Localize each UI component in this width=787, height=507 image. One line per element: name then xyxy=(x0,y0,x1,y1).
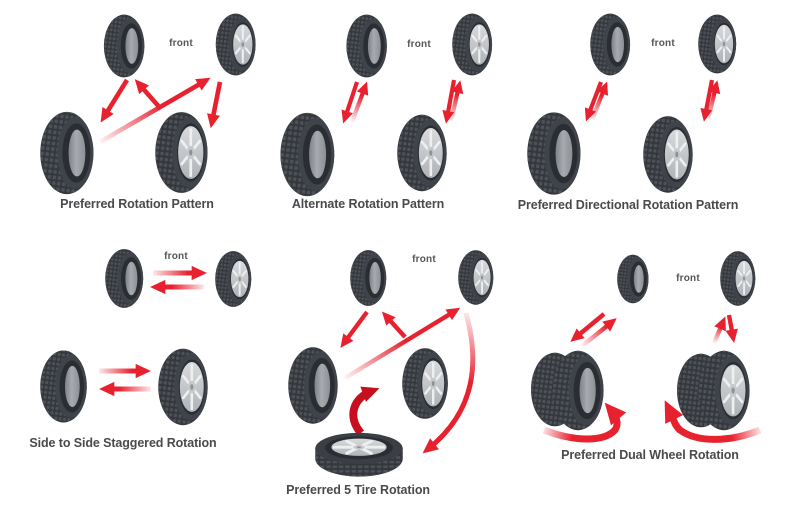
spare-tire-icon xyxy=(313,431,405,479)
arrow-icon xyxy=(381,311,407,339)
front-label: front xyxy=(169,38,193,49)
curved-arrow-icon xyxy=(422,312,476,454)
rear-right-tire-icon xyxy=(155,111,209,194)
front-right-tire-icon xyxy=(720,250,757,307)
arrow-icon xyxy=(725,314,738,344)
pattern-caption: Preferred 5 Tire Rotation xyxy=(286,483,430,497)
dual-inner-tire-icon xyxy=(698,349,752,432)
arrow-icon xyxy=(590,81,609,121)
pattern-caption: Alternate Rotation Pattern xyxy=(291,197,445,211)
pattern-caption: Side to Side Staggered Rotation xyxy=(29,436,217,450)
arrow-icon xyxy=(134,79,163,111)
front-label: front xyxy=(407,39,431,50)
rotation-arrows xyxy=(542,312,762,443)
front-label: front xyxy=(412,254,436,265)
rotation-arrows xyxy=(584,79,721,122)
arrow-icon xyxy=(343,307,461,380)
rear-right-tire-icon xyxy=(402,346,450,421)
front-right-tire-icon xyxy=(215,13,257,76)
front-left-tire-icon xyxy=(617,254,649,304)
front-right-tire-icon xyxy=(458,249,495,306)
spare-swap-arrow-icon xyxy=(349,386,380,436)
pattern-caption: Preferred Directional Rotation Pattern xyxy=(517,198,739,212)
front-left-tire-icon xyxy=(105,249,144,308)
pattern-cell-directional: front Preferred Directional Rotation Pat… xyxy=(517,0,787,220)
rear-right-dual-wheels xyxy=(677,349,752,432)
rear-right-tire-icon xyxy=(643,114,695,195)
pattern-cell-alternate: front Alternate Rotation Pattern xyxy=(260,0,520,220)
front-label: front xyxy=(164,251,188,262)
pattern-cell-five-tire: front Preferred 5 Tire Rotation xyxy=(260,240,520,507)
front-label: front xyxy=(651,38,675,49)
pattern-diagram-preferred xyxy=(40,13,257,195)
arrow-icon xyxy=(570,312,606,342)
front-left-tire-icon xyxy=(350,250,387,306)
arrow-icon xyxy=(341,81,359,124)
pattern-diagram-alternate xyxy=(280,13,494,197)
pattern-caption: Preferred Dual Wheel Rotation xyxy=(561,448,739,462)
rotation-arrows xyxy=(98,77,223,144)
arrow-icon xyxy=(711,316,726,344)
arrow-icon xyxy=(580,318,617,348)
pattern-cell-preferred: front Preferred Rotation Pattern xyxy=(0,0,260,220)
rear-right-tire-icon xyxy=(158,347,209,427)
rear-left-tire-icon xyxy=(527,112,581,195)
pattern-diagram-dual-wheel xyxy=(531,250,762,443)
dual-swap-swoosh-icon xyxy=(664,400,762,443)
rotation-arrows xyxy=(340,307,476,454)
pattern-caption: Preferred Rotation Pattern xyxy=(60,197,214,211)
front-label: front xyxy=(676,273,700,284)
rear-left-dual-wheels xyxy=(531,350,604,431)
arrow-icon xyxy=(448,80,464,122)
front-left-tire-icon xyxy=(103,14,145,78)
arrow-icon xyxy=(98,77,211,144)
arrow-icon xyxy=(100,78,129,123)
front-right-tire-icon xyxy=(452,13,494,76)
front-left-tire-icon xyxy=(346,14,387,78)
rear-right-tire-icon xyxy=(397,113,449,193)
arrow-icon xyxy=(340,310,369,348)
front-right-tire-icon xyxy=(215,250,253,308)
arrow-icon xyxy=(207,81,223,129)
dual-inner-tire-icon xyxy=(552,350,604,431)
pattern-diagram-five-tire xyxy=(288,249,495,479)
front-left-tire-icon xyxy=(590,13,631,76)
arrow-icon xyxy=(350,81,369,123)
pattern-diagram-staggered xyxy=(40,249,253,427)
pattern-cell-dual-wheel: front Preferred Dual Wheel Rotation xyxy=(520,240,787,480)
pattern-diagram-directional xyxy=(527,13,738,195)
pattern-cell-staggered: front Side to Side Staggered Rotation xyxy=(0,240,260,480)
arrow-icon xyxy=(705,80,721,121)
rotation-arrows xyxy=(341,79,464,124)
rear-left-tire-icon xyxy=(288,347,338,424)
rotation-arrows xyxy=(99,265,207,397)
rear-left-tire-icon xyxy=(40,111,94,195)
dual-swap-swoosh-icon xyxy=(542,402,627,443)
rear-left-tire-icon xyxy=(280,112,335,197)
front-right-tire-icon xyxy=(698,13,738,75)
rear-left-tire-icon xyxy=(40,350,87,423)
